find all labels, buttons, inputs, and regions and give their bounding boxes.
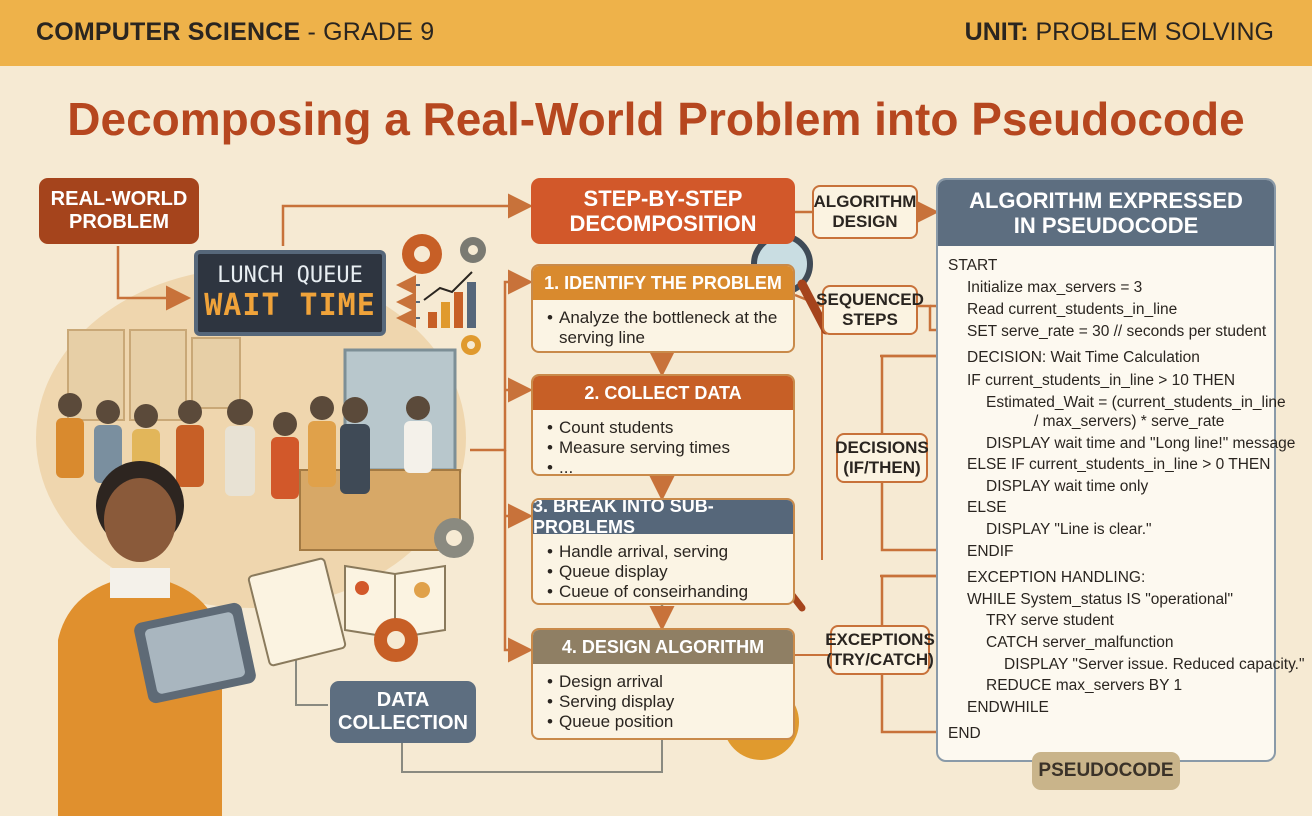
step-item: Analyze the bottleneck at the serving li… (547, 308, 793, 348)
code-line: DISPLAY "Server issue. Reduced capacity.… (1004, 656, 1305, 673)
step-item: Count students (547, 418, 793, 438)
data-collection-label: DATA COLLECTION (330, 681, 476, 743)
step-item: Handle arrival, serving (547, 542, 793, 562)
code-line: ENDIF (967, 543, 1014, 560)
step-title: 1. IDENTIFY THE PROBLEM (533, 266, 793, 300)
step-item: Measure serving times (547, 438, 793, 458)
step-break-into-subproblems: 3. BREAK INTO SUB-PROBLEMS Handle arriva… (531, 498, 795, 605)
code-line: Estimated_Wait = (current_students_in_li… (986, 394, 1286, 411)
tag-algorithm-design: ALGORITHM DESIGN (812, 185, 918, 239)
step-item: ... (547, 458, 793, 474)
step-title: 3. BREAK INTO SUB-PROBLEMS (533, 500, 793, 537)
pseudocode-footer-tab: PSEUDOCODE (1032, 752, 1180, 790)
code-line: IF current_students_in_line > 10 THEN (967, 372, 1236, 389)
tag-decisions: DECISIONS (IF/THEN) (835, 433, 929, 483)
decomposition-header: STEP-BY-STEP DECOMPOSITION (531, 178, 795, 244)
code-line: ENDWHILE (967, 699, 1049, 716)
code-line: START (948, 257, 998, 274)
step-item: Cueue of conseirhanding (547, 582, 793, 602)
pseudocode-header: ALGORITHM EXPRESSED IN PSEUDOCODE (938, 180, 1274, 246)
step-identify-problem: 1. IDENTIFY THE PROBLEM Analyze the bott… (531, 264, 795, 353)
real-world-problem-label: REAL-WORLD PROBLEM (39, 178, 199, 244)
code-line: SET serve_rate = 30 // seconds per stude… (967, 323, 1267, 340)
step-item: Queue display (547, 562, 793, 582)
lunch-queue-sign: LUNCH QUEUE WAIT TIME (194, 250, 386, 336)
tag-exceptions: EXCEPTIONS (TRY/CATCH) (825, 625, 935, 675)
code-line: TRY serve student (986, 612, 1114, 629)
unit-label: UNIT: PROBLEM SOLVING (964, 18, 1274, 46)
code-line: DISPLAY "Line is clear." (986, 521, 1152, 538)
code-line: DECISION: Wait Time Calculation (967, 349, 1200, 366)
step-item: Queue position (547, 712, 793, 732)
step-item: Design arrival (547, 672, 793, 692)
step-design-algorithm: 4. DESIGN ALGORITHM Design arrival Servi… (531, 628, 795, 740)
step-title: 4. DESIGN ALGORITHM (533, 630, 793, 664)
pseudocode-panel: ALGORITHM EXPRESSED IN PSEUDOCODE (936, 178, 1276, 762)
code-line: ELSE IF current_students_in_line > 0 THE… (967, 456, 1271, 473)
code-line: END (948, 725, 981, 742)
code-line: / max_servers) * serve_rate (1034, 413, 1225, 430)
code-line: DISPLAY wait time only (986, 478, 1149, 495)
subject-label: COMPUTER SCIENCE - GRADE 9 (36, 18, 435, 46)
code-line: Initialize max_servers = 3 (967, 279, 1143, 296)
step-title: 2. COLLECT DATA (533, 376, 793, 410)
header-band: COMPUTER SCIENCE - GRADE 9 UNIT: PROBLEM… (0, 0, 1312, 66)
step-item: Serving display (547, 692, 793, 712)
code-line: CATCH server_malfunction (986, 634, 1174, 651)
code-line: EXCEPTION HANDLING: (967, 569, 1146, 586)
step-collect-data: 2. COLLECT DATA Count students Measure s… (531, 374, 795, 476)
code-line: WHILE System_status IS "operational" (967, 591, 1234, 608)
tag-sequenced-steps: SEQUENCED STEPS (816, 285, 924, 335)
code-line: DISPLAY wait time and "Long line!" messa… (986, 435, 1296, 452)
code-line: REDUCE max_servers BY 1 (986, 677, 1183, 694)
code-line: ELSE (967, 499, 1007, 516)
code-line: Read current_students_in_line (967, 301, 1178, 318)
page-title: Decomposing a Real-World Problem into Ps… (67, 93, 1245, 145)
